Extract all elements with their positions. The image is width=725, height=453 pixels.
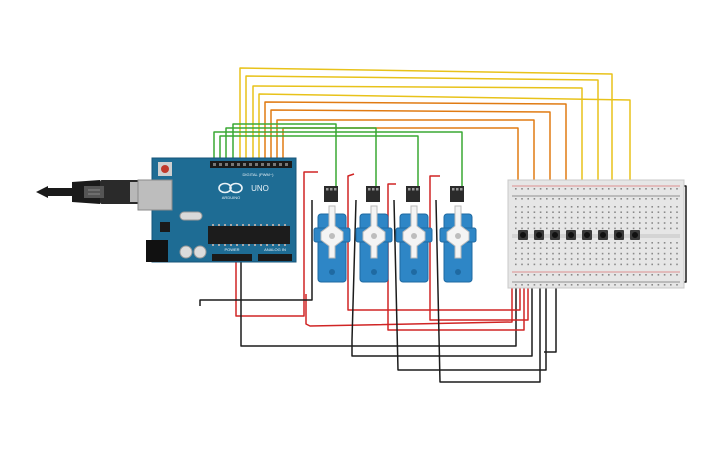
wire-black-3[interactable] xyxy=(351,199,533,357)
wire-red-1[interactable] xyxy=(235,171,318,317)
wire-green-1[interactable] xyxy=(213,131,463,192)
pushbutton-icon[interactable] xyxy=(552,232,558,238)
wire-black-1[interactable] xyxy=(240,262,517,347)
pushbutton-icon[interactable] xyxy=(600,232,606,238)
wire-black-6[interactable] xyxy=(544,286,557,353)
pushbutton-4[interactable] xyxy=(566,230,576,240)
bottom-wire-bundle[interactable] xyxy=(199,171,687,383)
servo-motor-4[interactable] xyxy=(439,186,477,283)
wire-red-5[interactable] xyxy=(429,175,529,321)
wire-black-4[interactable] xyxy=(393,199,547,371)
servo-motor-1[interactable] xyxy=(313,186,351,283)
center-channel xyxy=(512,234,680,238)
arduino-logo-icon xyxy=(218,182,243,194)
pushbutton-2[interactable] xyxy=(534,230,544,240)
pushbutton-icon[interactable] xyxy=(584,232,590,238)
pushbutton-icon[interactable] xyxy=(616,232,622,238)
wire-green-2[interactable] xyxy=(219,135,419,192)
wire-orange-1[interactable] xyxy=(264,101,567,186)
servo-horn-icon xyxy=(362,205,386,259)
board-brand: UNO xyxy=(251,184,269,193)
wire-red-3[interactable] xyxy=(347,173,521,311)
wire-yellow-2[interactable] xyxy=(245,75,599,186)
power-label: POWER xyxy=(224,247,239,252)
digital-label: DIGITAL (PWM~) xyxy=(243,172,275,177)
usb-plug-icon xyxy=(84,186,104,198)
power-header xyxy=(212,254,252,261)
pushbutton-6[interactable] xyxy=(598,230,608,240)
wire-green-4[interactable] xyxy=(232,123,337,192)
wire-red-4[interactable] xyxy=(387,183,525,331)
logo-text: ARDUINO xyxy=(222,195,240,200)
pushbutton-1[interactable] xyxy=(518,230,528,240)
servo-horn-icon xyxy=(446,205,470,259)
pushbutton-icon[interactable] xyxy=(536,232,542,238)
wire-orange-3[interactable] xyxy=(276,119,535,186)
servo-horn-icon xyxy=(402,205,426,259)
wire-black-2[interactable] xyxy=(199,200,313,306)
wire-orange-2[interactable] xyxy=(270,109,551,186)
pushbutton-icon[interactable] xyxy=(632,232,638,238)
breadboard[interactable] xyxy=(507,179,685,289)
pushbutton-5[interactable] xyxy=(582,230,592,240)
atmega-chip xyxy=(208,226,290,244)
top-wire-bundle[interactable] xyxy=(213,67,631,192)
pushbutton-icon[interactable] xyxy=(520,232,526,238)
reset-button-icon[interactable] xyxy=(161,165,169,173)
wire-yellow-1[interactable] xyxy=(239,67,613,186)
servo-motor-2[interactable] xyxy=(355,186,393,283)
servo-horn-icon xyxy=(320,205,344,259)
analog-label: ANALOG IN xyxy=(264,247,286,252)
pushbutton-7[interactable] xyxy=(614,230,624,240)
analog-header xyxy=(258,254,292,261)
wire-green-3[interactable] xyxy=(225,127,377,192)
servo-motor-3[interactable] xyxy=(395,186,433,283)
arduino-uno-board[interactable]: DIGITAL (PWM~) UNO ARDUINO xyxy=(137,157,297,263)
wire-black-5[interactable] xyxy=(435,199,541,383)
pushbutton-8[interactable] xyxy=(630,230,640,240)
wire-orange-4[interactable] xyxy=(282,127,519,186)
pushbutton-3[interactable] xyxy=(550,230,560,240)
pushbutton-icon[interactable] xyxy=(568,232,574,238)
